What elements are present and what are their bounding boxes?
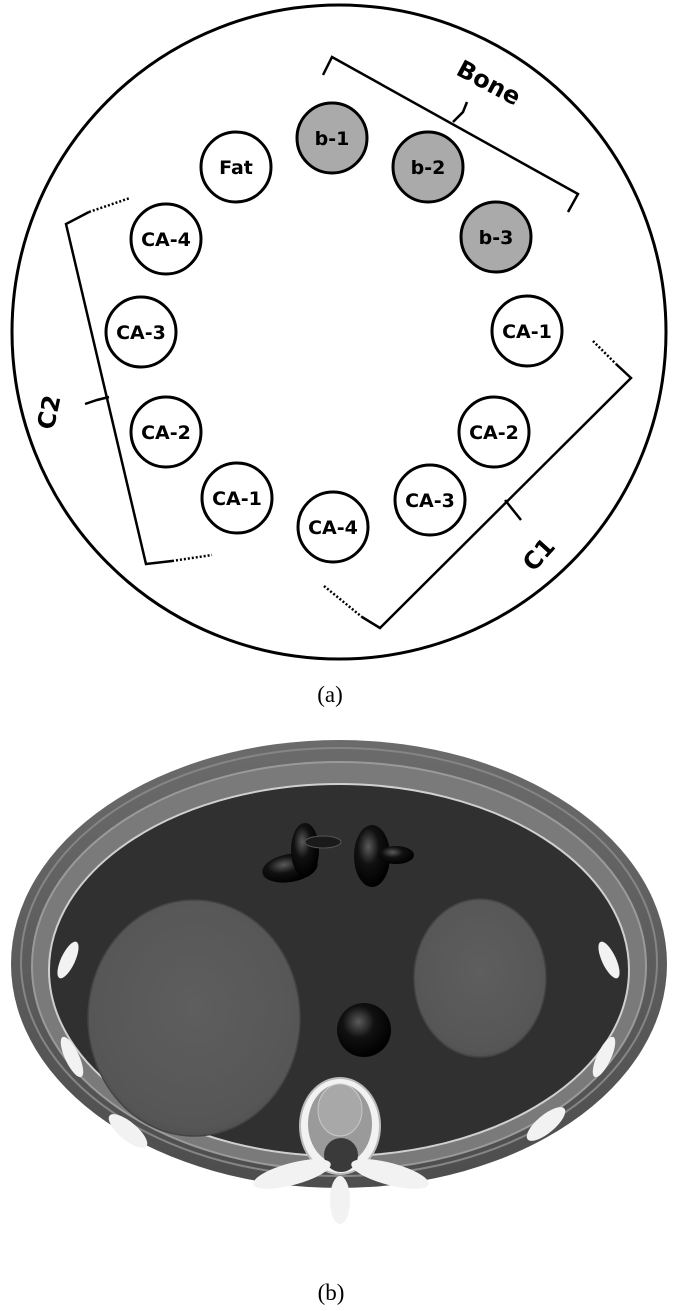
insert-ca-1-left: CA-1 bbox=[200, 461, 274, 535]
insert-circle bbox=[129, 395, 203, 469]
esophagus-insert bbox=[337, 1003, 391, 1057]
insert-label: CA-4 bbox=[308, 517, 358, 539]
c2-bracket: C2 bbox=[32, 196, 213, 566]
insert-circle bbox=[200, 461, 274, 535]
caption-a: (a) bbox=[317, 682, 343, 707]
insert-label: CA-4 bbox=[141, 229, 191, 251]
insert-circle bbox=[296, 490, 370, 564]
c2-label: C2 bbox=[32, 393, 67, 432]
insert-fat: Fat bbox=[199, 130, 273, 204]
insert-b-1: b-1 bbox=[295, 101, 369, 175]
insert-circle bbox=[459, 200, 533, 274]
insert-label: b-3 bbox=[479, 227, 514, 249]
caption-b: (b) bbox=[318, 1280, 345, 1305]
panel-a-diagram: b-1 b-2 b-3 CA-1 CA-2 CA-3 CA-4 CA-1 bbox=[10, 3, 668, 707]
insert-label: b-1 bbox=[315, 128, 350, 150]
insert-ca-4-left: CA-4 bbox=[129, 202, 203, 276]
spine bbox=[253, 1077, 429, 1224]
ribs bbox=[57, 941, 620, 1148]
insert-circle bbox=[295, 101, 369, 175]
insert-label: CA-1 bbox=[502, 321, 552, 343]
insert-circle bbox=[129, 202, 203, 276]
insert-b-2: b-2 bbox=[391, 130, 465, 204]
insert-ca-2-right: CA-2 bbox=[457, 395, 531, 469]
insert-circle bbox=[457, 395, 531, 469]
insert-ca-4-right: CA-4 bbox=[296, 490, 370, 564]
left-lung bbox=[87, 899, 301, 1137]
insert-circle bbox=[199, 130, 273, 204]
phantom-outline bbox=[10, 3, 668, 661]
insert-ca-3-left: CA-3 bbox=[104, 295, 178, 369]
insert-b-3: b-3 bbox=[459, 200, 533, 274]
insert-circle bbox=[393, 463, 467, 537]
insert-circle bbox=[104, 295, 178, 369]
insert-label: CA-3 bbox=[405, 490, 455, 512]
insert-label: CA-1 bbox=[212, 488, 262, 510]
insert-ca-3-right: CA-3 bbox=[393, 463, 467, 537]
outer-body-ring-highlight bbox=[20, 747, 658, 1177]
insert-circle bbox=[490, 294, 564, 368]
insert-label: CA-2 bbox=[141, 422, 191, 444]
right-lung bbox=[413, 898, 547, 1058]
insert-label: b-2 bbox=[411, 157, 446, 179]
insert-circle bbox=[391, 130, 465, 204]
sternum-structures bbox=[262, 823, 414, 887]
insert-ca-1-right: CA-1 bbox=[490, 294, 564, 368]
panel-b-thorax-phantom: (b) bbox=[11, 740, 667, 1305]
insert-label: CA-3 bbox=[116, 322, 166, 344]
insert-label: CA-2 bbox=[469, 422, 519, 444]
insert-label: Fat bbox=[219, 157, 253, 179]
insert-ca-2-left: CA-2 bbox=[129, 395, 203, 469]
